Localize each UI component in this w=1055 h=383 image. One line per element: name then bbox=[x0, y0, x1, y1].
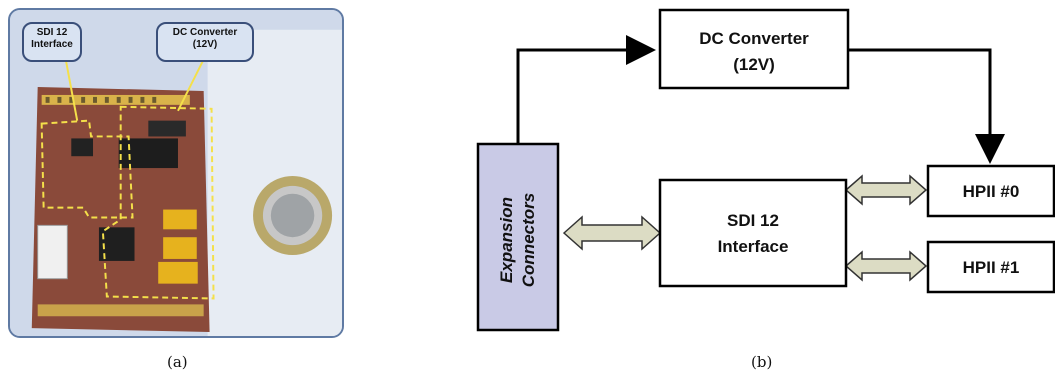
expansion-connectors-box bbox=[476, 142, 560, 332]
dc-converter-label-2: (12V) bbox=[733, 55, 775, 74]
arrow-expansion-to-dc bbox=[516, 35, 656, 144]
caption-b: (b) bbox=[751, 353, 773, 371]
board-photo bbox=[10, 10, 342, 336]
sdi-interface-box bbox=[658, 178, 848, 288]
double-arrow-expansion-sdi bbox=[562, 215, 662, 251]
double-arrow-sdi-hpii1 bbox=[844, 250, 928, 282]
dc-converter-box bbox=[658, 8, 850, 90]
callout-dc-line1: DC Converter bbox=[172, 27, 238, 38]
callout-sdi-line2: Interface bbox=[31, 39, 73, 50]
hpii1-label: HPII #1 bbox=[963, 258, 1020, 277]
callout-sdi-line1: SDI 12 bbox=[36, 27, 68, 38]
caption-a: (a) bbox=[167, 353, 188, 371]
hpii0-box bbox=[926, 164, 1055, 218]
callout-dc-line2: (12V) bbox=[192, 39, 218, 50]
callout-sdi-interface: SDI 12 Interface bbox=[22, 22, 82, 62]
hpii0-label: HPII #0 bbox=[963, 182, 1020, 201]
sdi-label-2: Interface bbox=[718, 237, 789, 256]
board-photo-panel: SDI 12 Interface DC Converter (12V) bbox=[8, 8, 344, 338]
dc-converter-label-1: DC Converter bbox=[699, 29, 809, 48]
ic-chip bbox=[118, 138, 178, 169]
callout-dc-converter: DC Converter (12V) bbox=[156, 22, 254, 62]
expansion-label-2: Connectors bbox=[519, 193, 538, 287]
sdi-label-1: SDI 12 bbox=[727, 211, 779, 230]
expansion-label-1: Expansion bbox=[497, 197, 516, 283]
double-arrow-sdi-hpii0 bbox=[844, 174, 928, 206]
arrow-dc-to-hpii0 bbox=[848, 48, 1005, 164]
hpii1-box bbox=[926, 240, 1055, 294]
